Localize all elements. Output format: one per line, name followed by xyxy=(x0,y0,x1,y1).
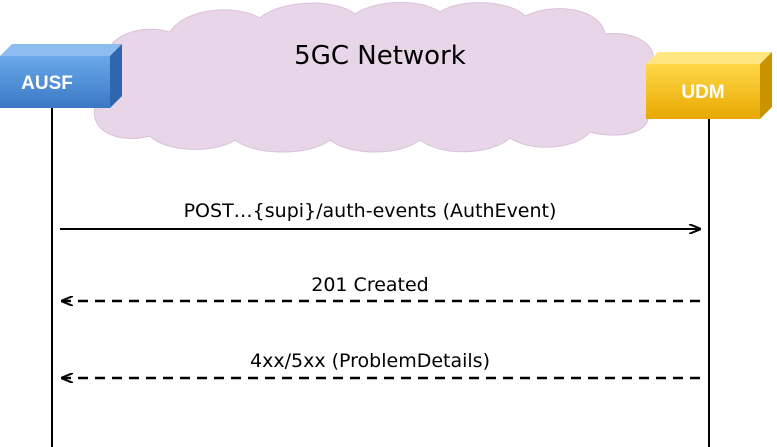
message-error-problem-details: 4xx/5xx (ProblemDetails) xyxy=(62,350,700,378)
message-201-created: 201 Created xyxy=(62,274,700,301)
udm-box-front xyxy=(646,64,760,119)
ausf-box-side xyxy=(110,44,122,108)
ausf-box-top xyxy=(0,44,122,56)
udm-label: UDM xyxy=(681,82,724,103)
message-post-auth-events: POST…{supi}/auth-events (AuthEvent) xyxy=(60,200,700,229)
message-post-label: POST…{supi}/auth-events (AuthEvent) xyxy=(184,200,557,222)
ausf-node: AUSF xyxy=(0,44,122,108)
udm-box-top xyxy=(646,52,772,64)
network-label: 5GC Network xyxy=(294,41,466,71)
network-cloud: 5GC Network xyxy=(78,2,672,153)
udm-node: UDM xyxy=(646,52,772,119)
cloud-shape xyxy=(78,2,672,153)
ausf-label: AUSF xyxy=(21,73,73,94)
message-201-label: 201 Created xyxy=(311,274,429,296)
udm-box-side xyxy=(760,52,772,119)
ausf-box-front xyxy=(0,56,110,108)
message-error-label: 4xx/5xx (ProblemDetails) xyxy=(250,350,490,372)
